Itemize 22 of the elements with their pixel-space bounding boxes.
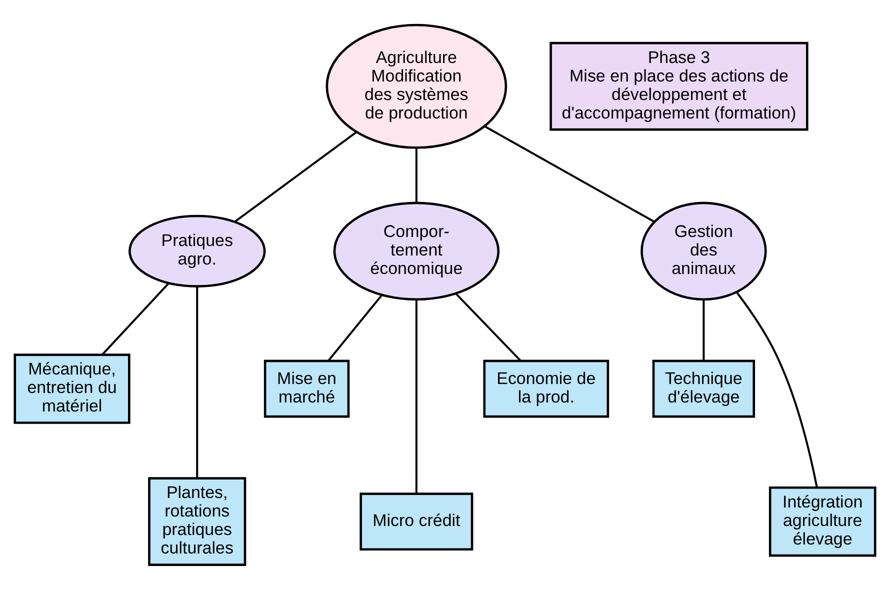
connector (455, 293, 522, 362)
node-box: Micro crédit (360, 492, 474, 551)
connector (702, 300, 705, 361)
connector (196, 286, 198, 478)
node-ellipse: Gestion des animaux (640, 202, 767, 301)
connector (484, 125, 655, 223)
node-ellipse: Agriculture Modification des systèmes de production (326, 24, 508, 149)
connector (415, 148, 418, 203)
connector (415, 299, 418, 494)
connector (102, 282, 170, 356)
node-box: Mise en marché (264, 360, 350, 418)
node-ellipse: Compor- tement économique (333, 202, 500, 301)
node-box: Intégration agriculture élevage (768, 486, 876, 557)
node-box: Mécanique, entretien du matériel (14, 354, 130, 424)
connector (736, 292, 818, 488)
node-box: Economie de la prod. (483, 360, 610, 418)
connector (234, 131, 358, 223)
node-box: Plantes, rotations pratiques culturales (148, 477, 246, 566)
connector (327, 294, 383, 362)
node-ellipse: Pratiques agro. (128, 214, 266, 288)
node-box: Technique d'élevage (652, 360, 756, 418)
node-box: Phase 3 Mise en place des actions de développement et d'accompagnement (formation) (550, 42, 808, 131)
